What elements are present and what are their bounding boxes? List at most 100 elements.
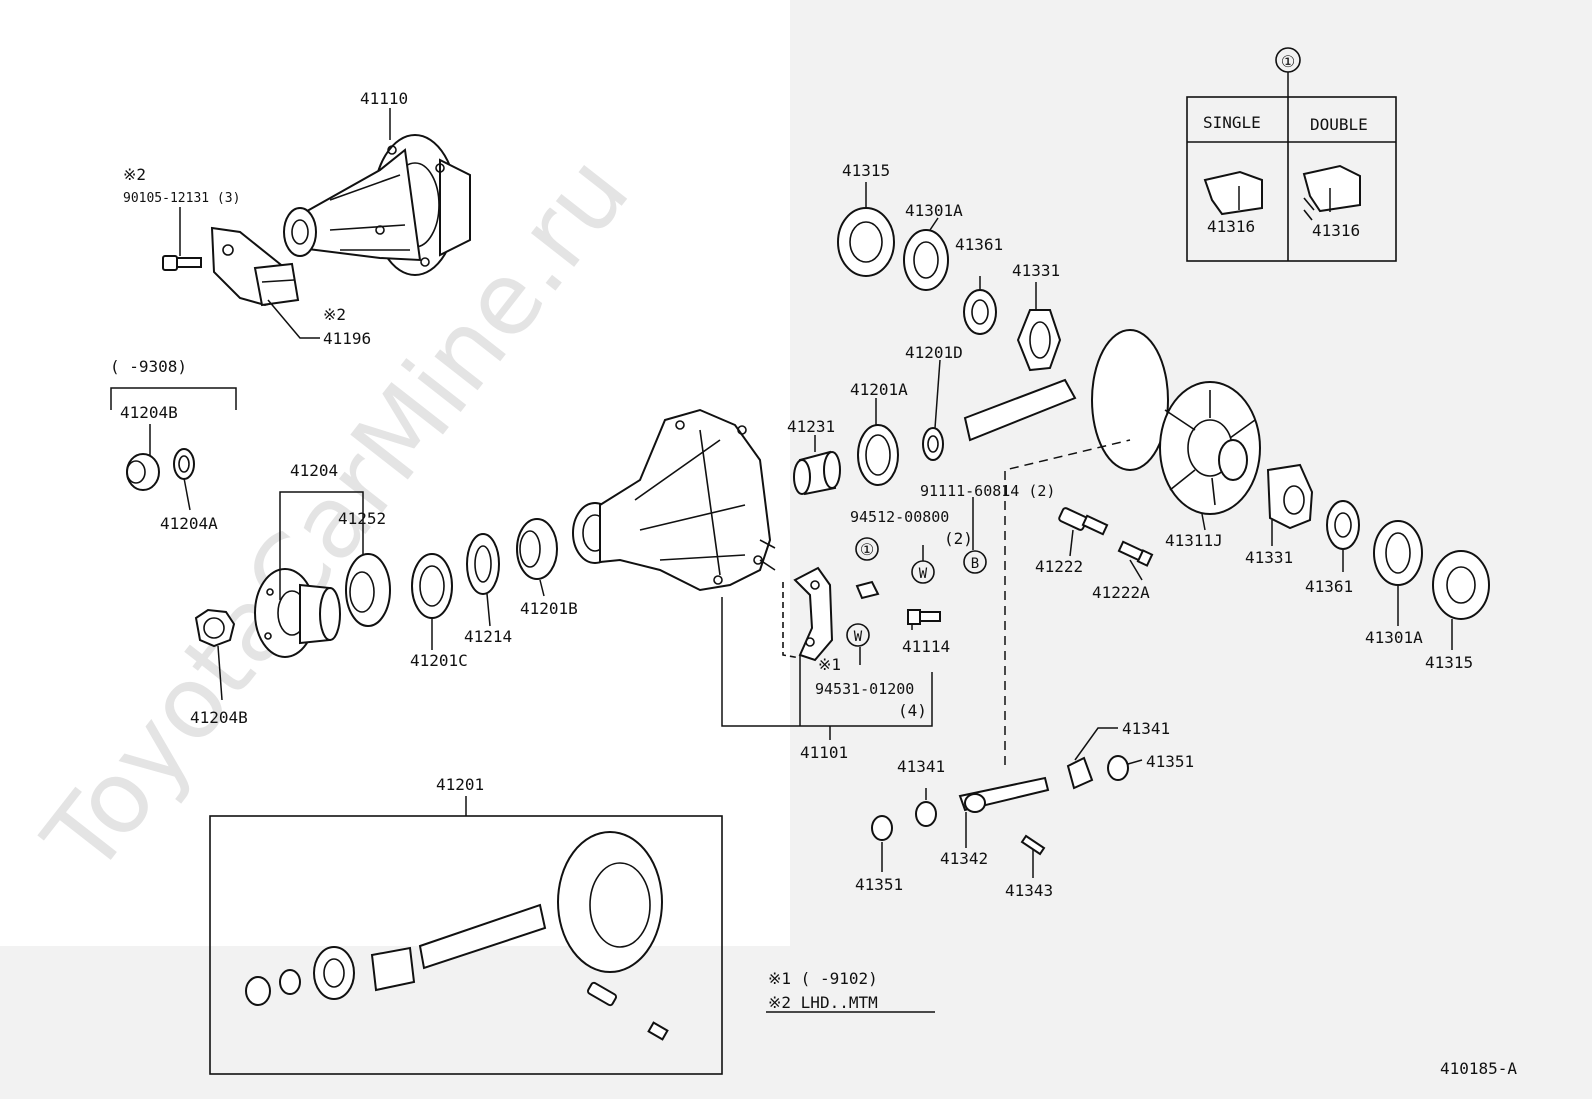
- label-41301A-top: 41301A: [905, 201, 963, 220]
- inset-41316-double: 41316: [1312, 221, 1360, 240]
- inset-single-header: SINGLE: [1203, 113, 1261, 132]
- plug-41222[interactable]: [1058, 507, 1109, 536]
- label-41201C: 41201C: [410, 651, 468, 670]
- label-41214: 41214: [464, 627, 512, 646]
- label-41101: 41101: [800, 743, 848, 762]
- label-41361-top: 41361: [955, 235, 1003, 254]
- bearing-cap-41101-part[interactable]: [782, 566, 834, 662]
- marker-one-text: ①: [860, 540, 874, 559]
- nut-41204B-bottom[interactable]: [194, 608, 236, 648]
- marker-b-text: B: [971, 556, 979, 572]
- label-41204B-top: 41204B: [120, 403, 178, 422]
- label-41315-bottom: 41315: [1425, 653, 1473, 672]
- label-41301A-bottom: 41301A: [1365, 628, 1423, 647]
- label-41315-top: 41315: [842, 161, 890, 180]
- inset-marker-text: ①: [1281, 52, 1295, 71]
- companion-flange-41204[interactable]: [254, 568, 341, 658]
- label-mark2-lower: ※2: [323, 305, 346, 324]
- label-41351-left: 41351: [855, 875, 903, 894]
- label-41331-bottom: 41331: [1245, 548, 1293, 567]
- side-gear-41331-top[interactable]: [1016, 309, 1062, 372]
- marker-w-upper-text: W: [919, 566, 928, 582]
- label-90105-12131: 90105-12131 (3): [123, 191, 240, 206]
- side-gear-41331-bottom[interactable]: [1266, 463, 1314, 530]
- inset-41316-single: 41316: [1207, 217, 1255, 236]
- label-mark1: ※1: [818, 655, 841, 674]
- spacer-41214[interactable]: [466, 533, 500, 595]
- adjusting-nut-41315-bottom[interactable]: [1432, 550, 1490, 620]
- label-41351-right: 41351: [1146, 752, 1194, 771]
- label-41201D: 41201D: [905, 343, 963, 362]
- pinion-gear-41341-right[interactable]: [1066, 756, 1094, 790]
- inset-lock-plate-table: [1186, 47, 1397, 262]
- lock-plate-41316-position[interactable]: [855, 580, 880, 600]
- carrier-housing-41101[interactable]: [572, 408, 776, 592]
- inset-marker-circle: [1275, 47, 1301, 73]
- label-94531-01200: 94531-01200: [815, 680, 914, 698]
- part-labels: 41110 ※2 90105-12131 (3) ※2 41196 ( -930…: [110, 52, 1517, 1078]
- washer-41201D[interactable]: [922, 427, 944, 461]
- label-94512-00800: 94512-00800: [850, 508, 949, 526]
- bolt-90105[interactable]: [162, 255, 202, 271]
- bolt-41114[interactable]: [907, 609, 941, 625]
- label-41204: 41204: [290, 461, 338, 480]
- label-41114: 41114: [902, 637, 950, 656]
- label-41252: 41252: [338, 509, 386, 528]
- pinion-shaft-41342[interactable]: [958, 776, 1050, 813]
- bracket-41196[interactable]: [210, 226, 300, 307]
- differential-case-41311J[interactable]: [963, 329, 1261, 515]
- label-41204B-bottom: 41204B: [190, 708, 248, 727]
- washer-41361-top[interactable]: [963, 289, 997, 335]
- washer-41361-bottom[interactable]: [1326, 500, 1360, 550]
- bearing-41201B[interactable]: [516, 518, 558, 580]
- pin-41343[interactable]: [1020, 834, 1046, 856]
- marker-circle-b: [963, 550, 987, 574]
- label-41201B: 41201B: [520, 599, 578, 618]
- bearing-41301A-bottom[interactable]: [1373, 520, 1423, 586]
- label-41222A: 41222A: [1092, 583, 1150, 602]
- label-41222: 41222: [1035, 557, 1083, 576]
- pinion-gear-41341-left[interactable]: [915, 801, 937, 827]
- bearing-41201C[interactable]: [411, 553, 453, 619]
- oil-slinger-41252[interactable]: [345, 553, 391, 627]
- label-41201A: 41201A: [850, 380, 908, 399]
- spacer-41231[interactable]: [793, 450, 841, 496]
- leader-lines: [110, 108, 1453, 1013]
- label-41110: 41110: [360, 89, 408, 108]
- seal-41204B-top[interactable]: [126, 453, 160, 491]
- marker-w-lower-text: W: [854, 629, 863, 645]
- label-qty-4: (4): [898, 701, 927, 720]
- thrust-washer-41351-right[interactable]: [1107, 755, 1129, 781]
- adjusting-nut-41315-top[interactable]: [837, 207, 895, 277]
- lock-plate-single-icon: [1203, 170, 1263, 216]
- label-41196: 41196: [323, 329, 371, 348]
- carrier-assembly-41110[interactable]: [283, 134, 471, 276]
- plug-41222A[interactable]: [1117, 540, 1154, 567]
- washer-41204A[interactable]: [173, 448, 195, 480]
- label-41341-right: 41341: [1122, 719, 1170, 738]
- label-41201: 41201: [436, 775, 484, 794]
- note-1: ※1 ( -9102): [768, 969, 878, 988]
- label-41331-top: 41331: [1012, 261, 1060, 280]
- label-date-9308: ( -9308): [110, 357, 187, 376]
- note-2: ※2 LHD..MTM: [768, 993, 878, 1012]
- label-41343: 41343: [1005, 881, 1053, 900]
- bearing-41201A[interactable]: [857, 424, 899, 486]
- label-41231: 41231: [787, 417, 835, 436]
- label-mark2-upper: ※2: [123, 165, 146, 184]
- thrust-washer-41351-left[interactable]: [871, 815, 893, 841]
- inset-double-header: DOUBLE: [1310, 115, 1368, 134]
- label-91111-60814: 91111-60814 (2): [920, 482, 1055, 500]
- label-qty-2: (2): [944, 529, 973, 548]
- label-41341-left: 41341: [897, 757, 945, 776]
- ring-pinion-set-41201[interactable]: [245, 831, 669, 1041]
- label-41342: 41342: [940, 849, 988, 868]
- marker-circle-w-lower: [846, 623, 870, 647]
- diagram-code: 410185-A: [1440, 1059, 1517, 1078]
- label-41361-bottom: 41361: [1305, 577, 1353, 596]
- label-41311J: 41311J: [1165, 531, 1223, 550]
- label-41204A: 41204A: [160, 514, 218, 533]
- bearing-41301A-top[interactable]: [903, 229, 949, 291]
